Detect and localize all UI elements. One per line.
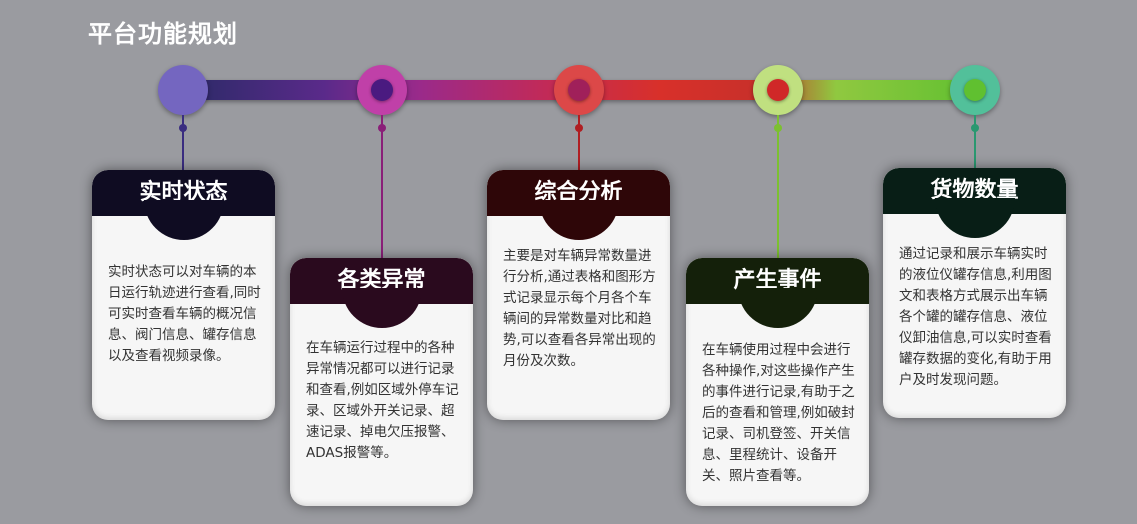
stem-2 xyxy=(381,115,383,260)
timeline-node-3-dot xyxy=(568,79,590,101)
card-realtime-status: 实时状态 实时状态可以对车辆的本日运行轨迹进行查看,同时可实时查看车辆的概况信息… xyxy=(92,170,275,420)
card-text: 在车辆运行过程中的各种异常情况都可以进行记录和查看,例如区域外停车记录、区域外开… xyxy=(306,340,459,461)
timeline-node-1 xyxy=(158,65,208,115)
stem-dot-1 xyxy=(179,124,187,132)
stem-dot-3 xyxy=(575,124,583,132)
stem-dot-2 xyxy=(378,124,386,132)
card-notch xyxy=(934,198,1015,238)
timeline-node-5-dot xyxy=(964,79,986,101)
card-analysis: 综合分析 主要是对车辆异常数量进行分析,通过表格和图形方式记录显示每个月各个车辆… xyxy=(487,170,670,420)
timeline-node-2-dot xyxy=(371,79,393,101)
stem-4 xyxy=(777,115,779,260)
card-notch xyxy=(538,200,619,240)
card-text: 实时状态可以对车辆的本日运行轨迹进行查看,同时可实时查看车辆的概况信息、阀门信息… xyxy=(108,264,261,364)
card-text: 主要是对车辆异常数量进行分析,通过表格和图形方式记录显示每个月各个车辆间的异常数… xyxy=(503,248,656,369)
stem-1 xyxy=(182,115,184,170)
card-text: 通过记录和展示车辆实时的液位仪罐存信息,利用图文和表格方式展示出车辆各个罐的罐存… xyxy=(899,246,1052,388)
stem-5 xyxy=(974,115,976,170)
card-notch xyxy=(737,288,818,328)
card-notch xyxy=(143,200,224,240)
page-title: 平台功能规划 xyxy=(88,20,238,48)
card-text: 在车辆使用过程中会进行各种操作,对这些操作产生的事件进行记录,有助于之后的查看和… xyxy=(702,342,855,484)
stem-3 xyxy=(578,115,580,170)
timeline-node-4-dot xyxy=(767,79,789,101)
stem-dot-5 xyxy=(971,124,979,132)
card-events: 产生事件 在车辆使用过程中会进行各种操作,对这些操作产生的事件进行记录,有助于之… xyxy=(686,258,869,506)
card-cargo: 货物数量 通过记录和展示车辆实时的液位仪罐存信息,利用图文和表格方式展示出车辆各… xyxy=(883,168,1066,418)
stem-dot-4 xyxy=(774,124,782,132)
card-anomalies: 各类异常 在车辆运行过程中的各种异常情况都可以进行记录和查看,例如区域外停车记录… xyxy=(290,258,473,506)
card-notch xyxy=(341,288,422,328)
